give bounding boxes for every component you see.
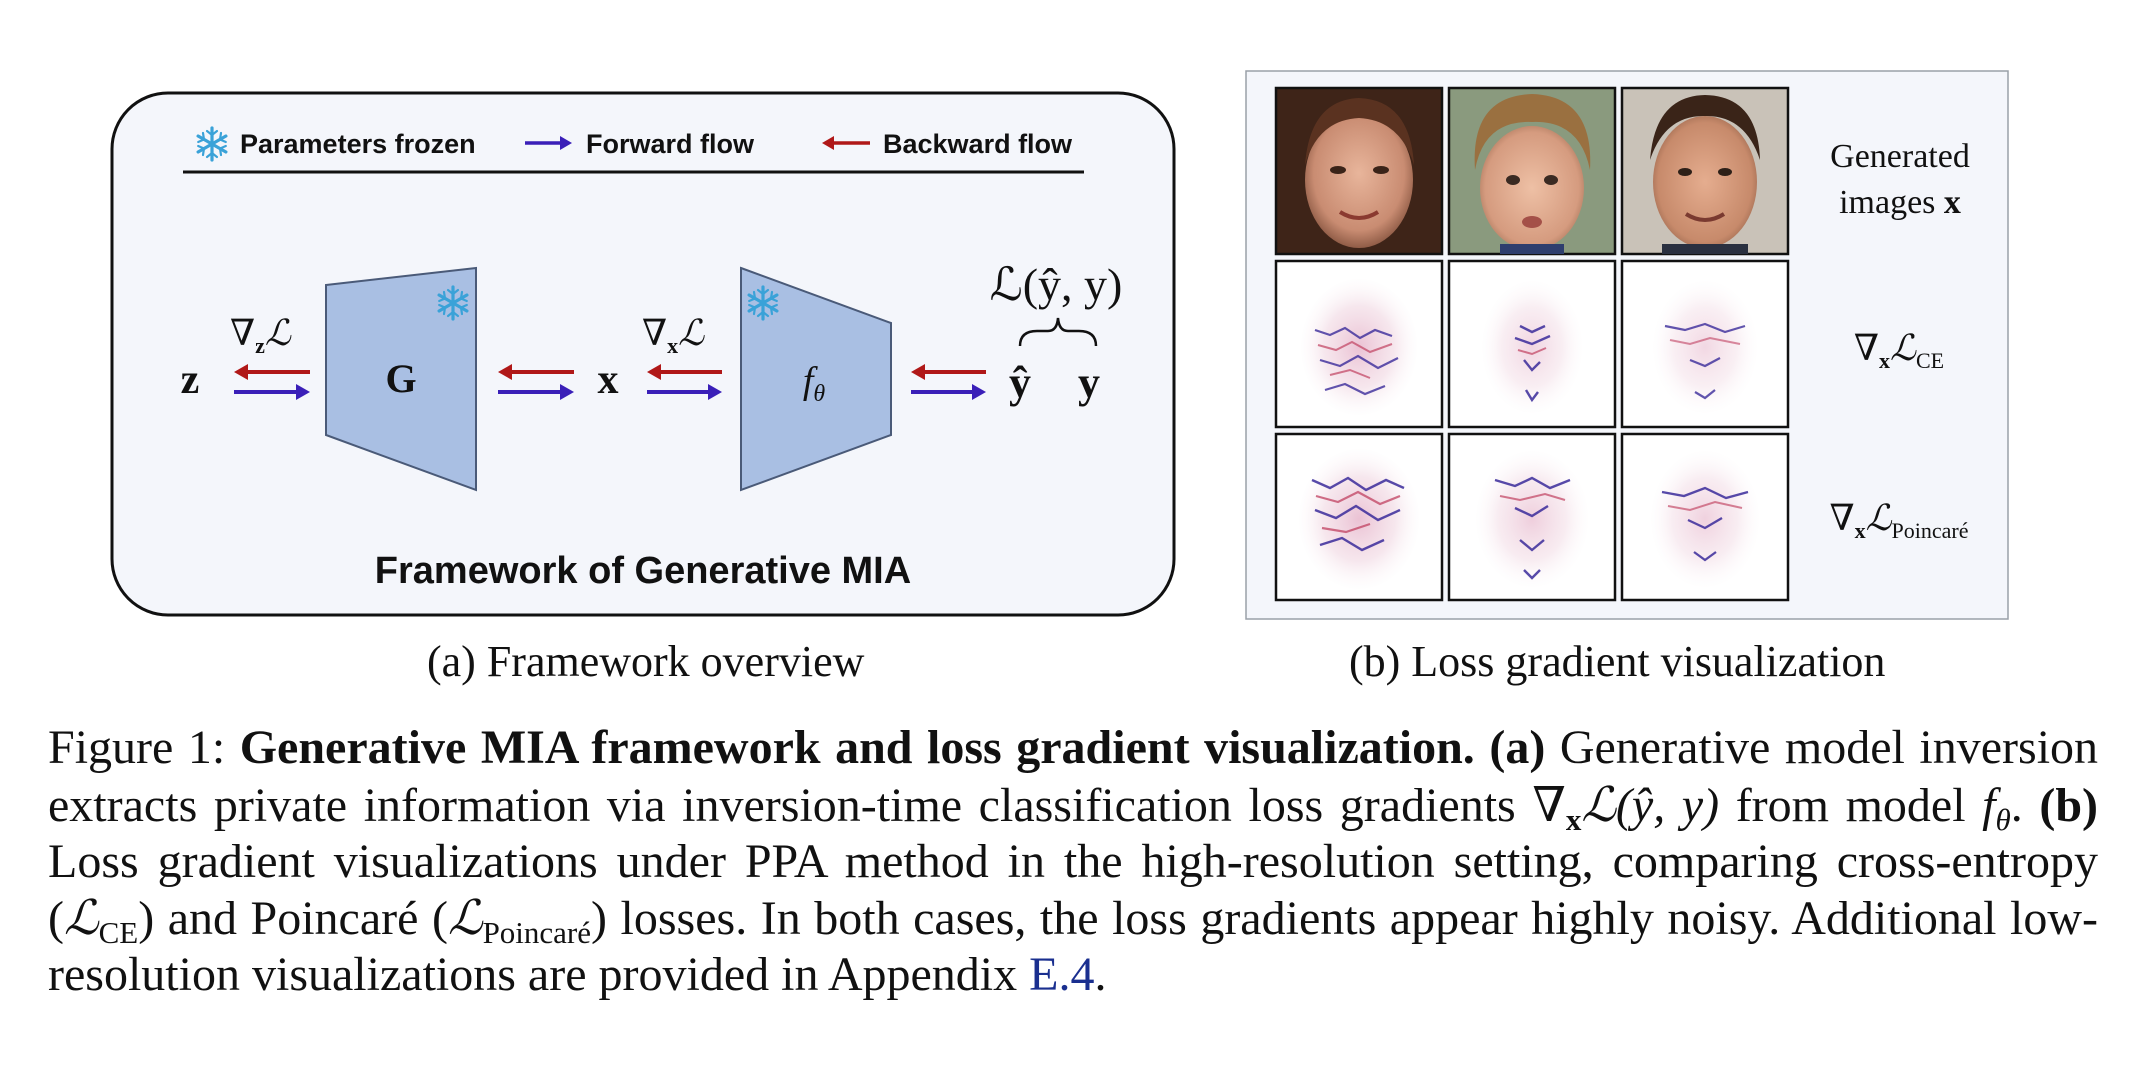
arrows-x-f [647, 364, 722, 400]
row-label-generated-line1: Generated [1830, 138, 1970, 175]
caption-a-text-1: Generative model inversion extracts priv… [48, 721, 2099, 832]
caption-bold-title: Generative MIA framework and loss gradie… [239, 721, 1475, 774]
caption-b-text-1: Loss gradient visualizations under PPA m… [48, 835, 2098, 945]
framework-title: Framework of Generative MIA [375, 550, 911, 592]
caption-a-loss: ℒ(ŷ, y) [1581, 778, 1720, 832]
figure-caption: Figure 1: Generative MIA framework and l… [48, 720, 2098, 1004]
caption-ce-sub: CE [98, 914, 139, 950]
caption-b-text-3: ) losses. In both cases, the loss gradie… [48, 891, 2099, 1002]
gradient-poincare-1 [1274, 432, 1444, 602]
row-label-poincare: ∇xℒPoincaré [1829, 498, 1968, 543]
gradient-ce-3 [1620, 259, 1790, 429]
caption-ce-symbol: ℒ [63, 891, 99, 945]
caption-b-marker: (b) [2039, 778, 2099, 832]
arrows-z-g [234, 364, 310, 400]
gradient-poincare-row [1274, 432, 1790, 602]
gradient-ce-1 [1274, 259, 1444, 429]
caption-a-grad: ∇ [1532, 776, 1566, 833]
legend-frozen-label: Parameters frozen [240, 129, 476, 159]
arrows-f-y [911, 364, 986, 400]
subcaption-a: (a) Framework overview [427, 637, 865, 686]
caption-a-text-2: from model [1719, 778, 1983, 832]
caption-a-grad-sub: x [1565, 801, 1582, 837]
loss-label: ℒ(ŷ, y) [990, 259, 1123, 310]
generated-face-woman [1274, 86, 1444, 256]
generator-label: G [385, 356, 416, 401]
arrows-g-x [498, 364, 574, 400]
caption-a-text-3: . [2010, 778, 2040, 832]
framework-panel [110, 91, 1176, 617]
grad-z-label: ∇zℒ [230, 313, 292, 358]
caption-poincare-sub: Poincaré [482, 914, 592, 950]
gradient-poincare-3 [1620, 432, 1790, 602]
caption-lead: Figure 1: [48, 721, 240, 774]
z-node-label: z [181, 357, 200, 403]
legend-backward-label: Backward flow [883, 129, 1073, 159]
x-node-label: x [598, 357, 619, 403]
caption-end: . [1094, 948, 1107, 1001]
loss-brace [1018, 317, 1098, 347]
gradient-ce-row [1274, 259, 1790, 429]
classifier-block [740, 266, 892, 492]
gradient-ce-2 [1447, 259, 1617, 429]
row-label-ce: ∇xℒCE [1854, 328, 1944, 373]
caption-a-model: f [1982, 778, 1996, 832]
legend: Parameters frozen Forward flow Backward … [183, 126, 1084, 174]
forward-arrow-icon [525, 136, 572, 150]
generated-face-child [1447, 86, 1617, 256]
generated-face-man [1620, 86, 1790, 256]
row-label-generated-line2: images x [1839, 184, 1961, 221]
caption-b-text-2: ) and Poincaré ( [138, 891, 448, 945]
backward-arrow-icon [822, 136, 870, 150]
generator-block [325, 266, 477, 492]
legend-forward-label: Forward flow [586, 129, 755, 159]
caption-a-model-sub: θ [1995, 801, 2011, 837]
caption-poincare-symbol: ℒ [447, 891, 483, 945]
grad-x-label: ∇xℒ [642, 313, 705, 358]
appendix-link[interactable]: E.4 [1029, 948, 1095, 1001]
gradient-poincare-2 [1447, 432, 1617, 602]
caption-a-marker: (a) [1489, 721, 1546, 774]
y-hat-label: ŷ [1009, 358, 1031, 407]
y-label: y [1078, 358, 1100, 407]
subcaption-b: (b) Loss gradient visualization [1349, 637, 1886, 686]
